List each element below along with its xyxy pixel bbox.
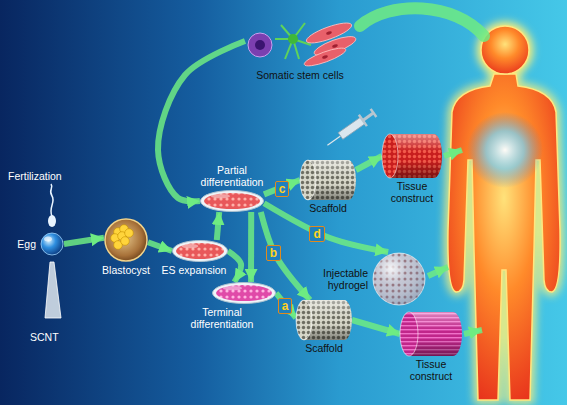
blastocyst-body (105, 219, 147, 261)
neuron (275, 23, 311, 59)
tissue-construct-shape (382, 134, 442, 178)
stem-cells-shape (245, 15, 355, 67)
culture-dish-shape (172, 240, 228, 262)
inner-cell (125, 229, 134, 238)
culture-dish: Terminal differentiation (212, 282, 276, 304)
dish-highlight (211, 194, 230, 198)
route-letter: b (266, 245, 281, 261)
flow-arrow (228, 251, 241, 282)
node-label: Scaffold (305, 342, 343, 354)
dish-highlight (223, 286, 242, 290)
delivery-arrow (428, 267, 448, 276)
muscle-nucleus (326, 31, 333, 36)
node-label: Blastocyst (102, 264, 150, 276)
node-label: Somatic stem cells (256, 69, 344, 81)
flow-arrow (217, 212, 219, 240)
muscle-nucleus (332, 44, 339, 49)
node-label: Tissue construct (403, 358, 459, 382)
flow-arrow (352, 320, 400, 334)
hydrogel-sphere-shape (372, 252, 426, 306)
dish-cells (204, 193, 260, 209)
flow-arrow (64, 238, 104, 244)
egg-cell: Egg (40, 232, 64, 256)
cylinder-face (382, 134, 398, 178)
syringe-needle (327, 136, 340, 145)
hydrogel-sphere: Injectable hydrogel (372, 252, 426, 306)
tissue-construct: Tissue construct (400, 312, 462, 356)
culture-dish-shape (200, 190, 264, 212)
culture-dish: Partial differentiation (200, 190, 264, 212)
muscle-nucleus (322, 55, 329, 60)
node-label: Terminal differentiation (181, 306, 263, 330)
dish-highlight (182, 244, 199, 248)
blastocyst: Blastocyst (104, 218, 148, 262)
neuron-body (288, 34, 298, 44)
cylinder-face (296, 300, 312, 340)
cylinder-face (300, 160, 316, 200)
dish-cells (176, 243, 224, 259)
dish-rim (213, 283, 276, 304)
node-label: Partial differentiation (191, 164, 273, 188)
syringe (323, 106, 378, 150)
blood-stem-cell (248, 33, 272, 57)
tissue-construct: Tissue construct (382, 134, 442, 178)
node-label: Scaffold (309, 202, 347, 214)
chest-glow (467, 112, 543, 188)
inner-cell-mass (111, 225, 134, 250)
scaffold-shape (296, 300, 352, 340)
scaffold: Scaffold (296, 300, 352, 340)
egg-body (41, 233, 63, 255)
culture-dish-shape (212, 282, 276, 304)
sperm (48, 184, 56, 227)
cylinder-face (400, 312, 418, 356)
syringe-flange (358, 114, 368, 127)
culture-dish: ES expansion (172, 240, 228, 262)
tissue-construct-shape (400, 312, 462, 356)
delivery-arrows (360, 8, 484, 334)
syringe-thumb (370, 108, 378, 118)
flow-arrow (148, 242, 172, 251)
dish-rim (201, 191, 264, 212)
human-body (448, 26, 560, 400)
delivery-arrow (464, 330, 482, 334)
egg-cell-shape (40, 232, 64, 256)
dish-cells (216, 285, 272, 301)
scaffold: Scaffold (300, 160, 356, 200)
stem-cells: Somatic stem cells (245, 15, 355, 67)
hydrogel-content (373, 253, 425, 305)
inner-cell (121, 237, 130, 246)
process-label: SCNT (30, 331, 59, 343)
node-label: Injectable hydrogel (310, 267, 368, 291)
hydrogel-shell (373, 253, 425, 305)
sperm-tail (51, 184, 54, 216)
flow-arrow (276, 293, 296, 318)
node-label: ES expansion (162, 264, 227, 276)
flow-arrow (248, 212, 254, 282)
scaffold-shape (300, 160, 356, 200)
node-label: Egg (17, 238, 36, 250)
egg-highlight (44, 237, 52, 242)
return-arc (360, 8, 484, 36)
muscle-cells (303, 19, 358, 69)
process-label: Fertilization (8, 170, 62, 182)
dish-rim (173, 241, 228, 262)
pipette (45, 262, 61, 318)
cell-nucleus (255, 40, 265, 50)
route-letter: c (275, 181, 290, 197)
blastocyst-shape (104, 218, 148, 262)
route-letter: a (278, 298, 293, 314)
route-letter: d (309, 226, 324, 242)
body-glow (448, 74, 560, 400)
muscle-cell (303, 45, 348, 69)
node-label: Tissue construct (384, 180, 440, 204)
delivery-arrow (444, 150, 462, 156)
body-silhouette (448, 74, 560, 400)
sperm-head (48, 215, 56, 227)
flow-arrow (356, 156, 382, 170)
